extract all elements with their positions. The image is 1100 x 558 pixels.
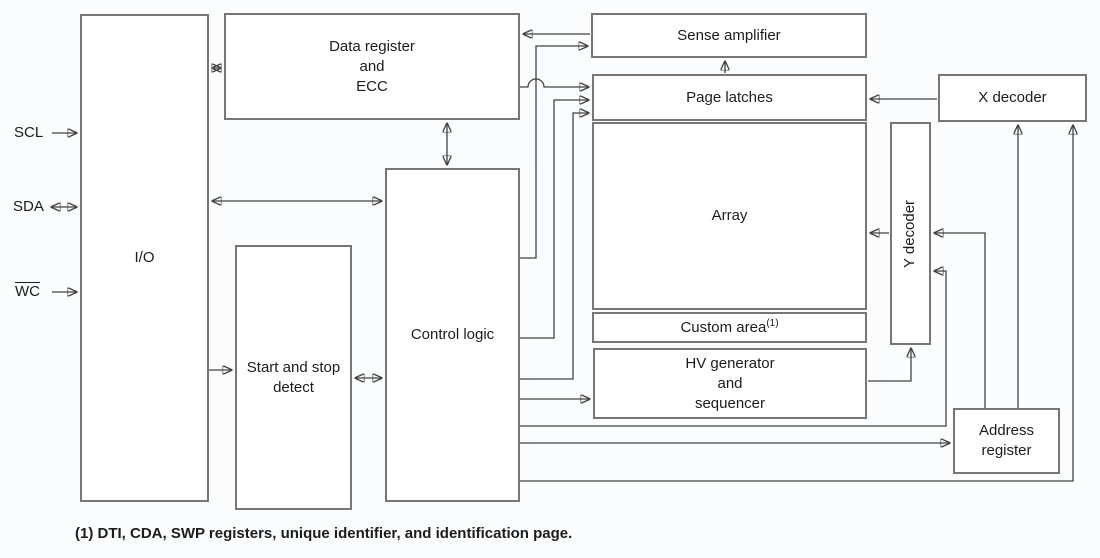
signal-label-sda: SDA xyxy=(13,197,44,217)
block-x-decoder: X decoder xyxy=(938,74,1087,122)
block-array: Array xyxy=(592,122,867,310)
wc-label: WC xyxy=(15,283,40,300)
hv-generator-label: HV generator and sequencer xyxy=(685,354,775,412)
block-page-latches: Page latches xyxy=(592,74,867,121)
scl-label: SCL xyxy=(14,124,44,141)
signal-label-scl: SCL xyxy=(14,123,43,143)
block-data-register-ecc: Data register and ECC xyxy=(224,13,520,120)
block-start-stop-detect: Start and stop detect xyxy=(235,245,352,510)
y-decoder-label: Y decoder xyxy=(901,199,919,268)
wire-address-register-to-y-decoder xyxy=(934,233,986,408)
control-logic-label: Control logic xyxy=(410,326,495,343)
data-register-label: Data register and ECC xyxy=(329,37,415,95)
io-label: I/O xyxy=(134,249,155,266)
block-control-logic: Control logic xyxy=(385,168,520,502)
wire-hv-generator-to-y-decoder xyxy=(868,348,911,382)
array-label: Array xyxy=(711,207,748,224)
address-register-label: Address register xyxy=(978,422,1035,459)
page-latches-label: Page latches xyxy=(686,88,773,106)
wire-control-logic-to-page-latches-a xyxy=(520,100,589,339)
block-hv-generator: HV generator and sequencer xyxy=(593,348,867,419)
footnote: (1) DTI, CDA, SWP registers, unique iden… xyxy=(75,525,573,542)
wire-data-register-to-page-latches xyxy=(520,78,589,87)
signal-label-wc: WC xyxy=(15,282,40,302)
wire-control-logic-to-page-latches-b xyxy=(520,113,589,380)
block-custom-area: Custom area(1) xyxy=(592,312,867,343)
block-io: I/O xyxy=(80,14,209,502)
x-decoder-label: X decoder xyxy=(978,89,1047,106)
sda-label: SDA xyxy=(13,198,44,215)
block-y-decoder: Y decoder xyxy=(890,122,931,345)
custom-area-label: Custom area(1) xyxy=(680,317,779,336)
custom-area-footnote-ref: (1) xyxy=(766,317,779,329)
sense-amplifier-label: Sense amplifier xyxy=(677,26,781,44)
start-stop-label: Start and stop detect xyxy=(246,358,341,396)
block-address-register: Address register xyxy=(953,408,1060,474)
wire-control-logic-to-sense-amplifier xyxy=(520,46,588,259)
block-sense-amplifier: Sense amplifier xyxy=(591,13,867,58)
